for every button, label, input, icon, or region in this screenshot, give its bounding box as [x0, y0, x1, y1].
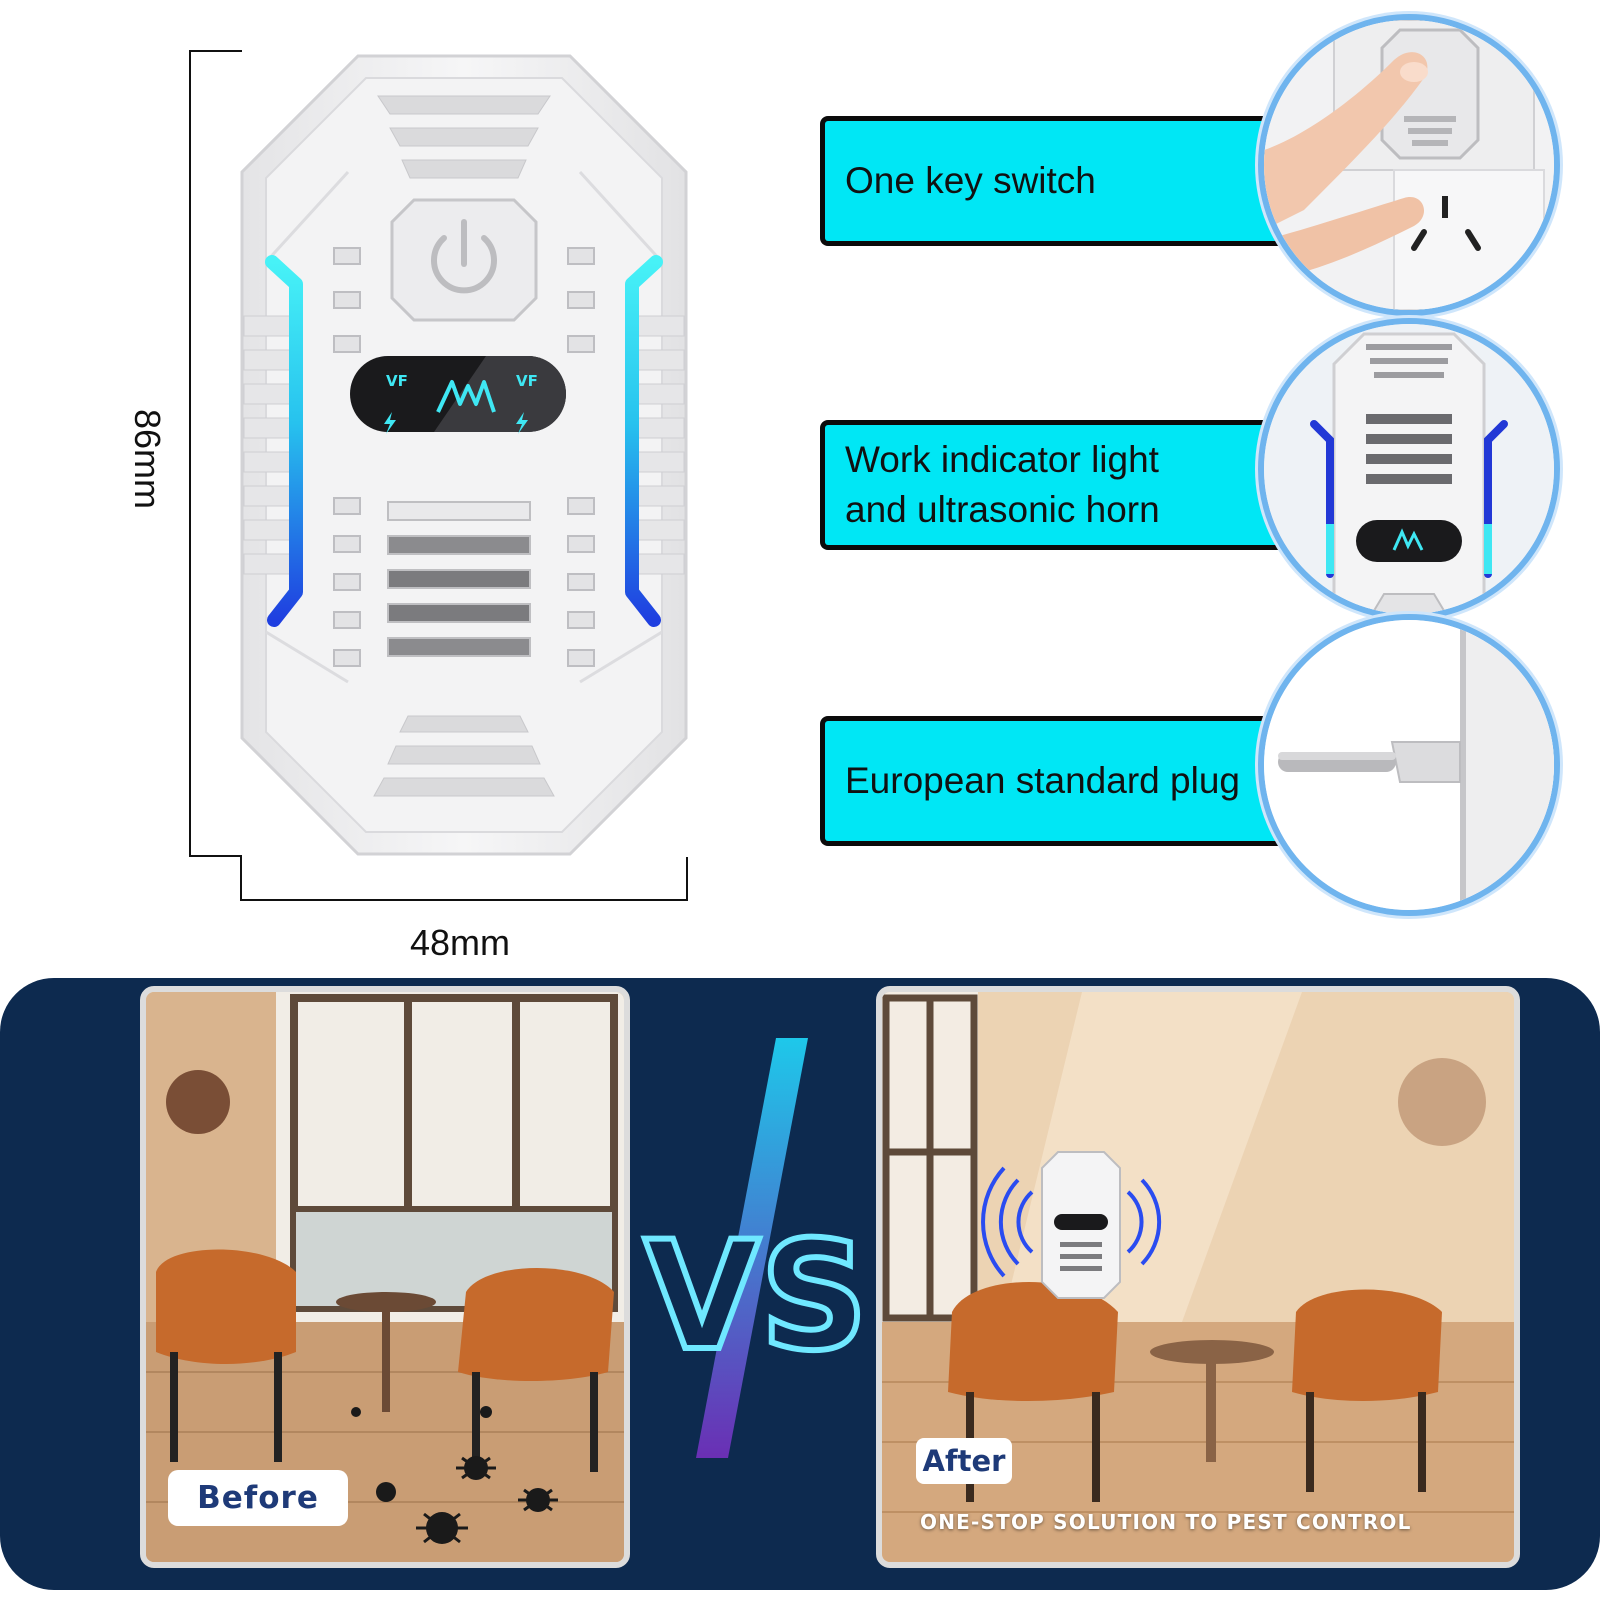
detail-circle-switch [1258, 14, 1560, 316]
height-label: 86mm [127, 408, 168, 510]
feature-label-one-key-switch: One key switch [820, 116, 1300, 246]
height-dimension-line [189, 50, 191, 857]
feature-text-line1: Work indicator light [845, 439, 1159, 480]
chair-right [458, 1268, 614, 1381]
display-code-right: VF [516, 372, 538, 390]
lightning-icon-left [384, 412, 396, 434]
vs-graphic: VS [641, 1038, 871, 1458]
feature-text-line2: and ultrasonic horn [845, 489, 1160, 530]
chair-right [1292, 1289, 1442, 1401]
lightning-icon-right [516, 412, 528, 434]
detail-circle-indicator [1258, 318, 1560, 620]
width-label: 48mm [410, 922, 511, 963]
tagline: ONE-STOP SOLUTION TO PEST CONTROL [920, 1510, 1412, 1534]
before-label: Before [168, 1470, 348, 1526]
width-dimension-right-tick [686, 857, 688, 901]
vs-label: VS [644, 1210, 868, 1384]
room-with-spiders-illustration [146, 992, 624, 1562]
after-photo: After ONE-STOP SOLUTION TO PEST CONTROL [876, 986, 1520, 1568]
chair-left [948, 1282, 1118, 1401]
logo-mark [436, 380, 496, 413]
feature-text: One key switch [845, 160, 1096, 201]
after-label: After [916, 1438, 1012, 1484]
feature-label-indicator-horn: Work indicator light and ultrasonic horn [820, 420, 1300, 550]
eu-plug-illustration [1264, 620, 1554, 910]
feature-text: European standard plug [845, 760, 1240, 801]
indicator-closeup-illustration [1264, 324, 1554, 614]
feature-label-eu-plug: European standard plug [820, 716, 1300, 846]
height-dimension-top-tick [189, 50, 242, 52]
power-icon [431, 219, 497, 294]
pest-repeller-device: VF VF [240, 54, 688, 856]
width-dimension-line [240, 899, 688, 901]
finger-press-illustration [1264, 20, 1554, 310]
before-after-panel: Before VS [0, 978, 1600, 1590]
sound-wave-icon [981, 1166, 1162, 1278]
finger-icon [1264, 52, 1428, 230]
chair-left [156, 1249, 296, 1364]
before-photo: Before [140, 986, 630, 1568]
detail-circle-plug [1258, 614, 1560, 916]
display-code-left: VF [386, 372, 408, 390]
width-dimension-left-tick [240, 857, 242, 901]
height-dimension-bottom-tick [189, 855, 242, 857]
